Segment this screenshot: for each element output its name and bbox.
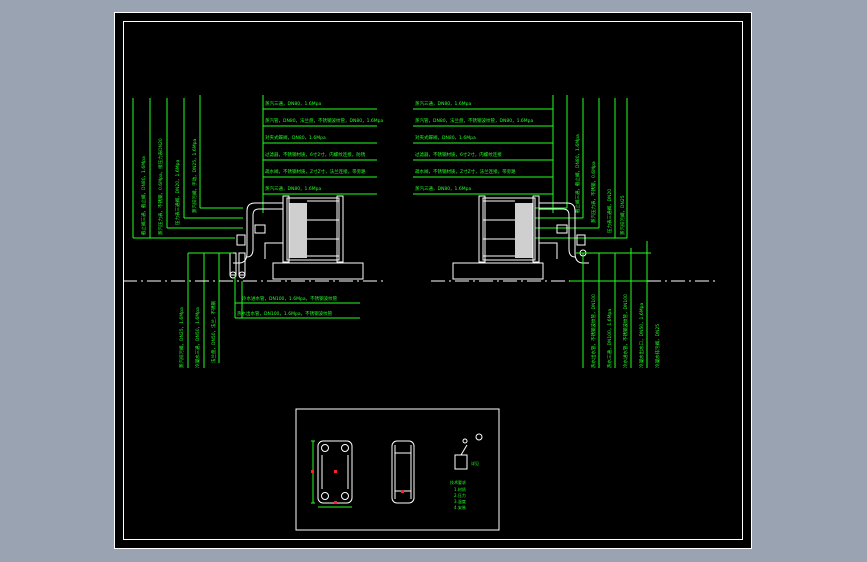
left-top-row-1: 蒸汽三通，DN80，1.6Mpa: [265, 100, 321, 107]
detail-note-2: 1.材质: [454, 486, 466, 492]
left-bottom-vertical-2: 冷凝水三通，DN50，1.6Mpa: [194, 307, 201, 368]
left-top-row-5: 疏水阀，不锈钢材质，Z寸Z寸，法兰连接，带旁路: [265, 168, 366, 175]
left-vertical-3: 压力表三通阀，DN20，1.6Mpa: [174, 160, 181, 225]
right-vertical-2: 蒸汽压力表，不锈钢，0.6Mpa: [590, 161, 597, 223]
detail-note-1: 技术要求: [450, 479, 466, 485]
right-bottom-vertical-5: 冷凝水排污阀，DN25: [654, 324, 661, 368]
right-vertical-annotations: 截止阀三通，截止阀，DN80，1.6Mpa 蒸汽压力表，不锈钢，0.6Mpa 压…: [535, 95, 628, 239]
right-top-row-5: 疏水阀，不锈钢材质，Z寸Z寸，法兰连接，带旁路: [415, 168, 516, 175]
left-top-row-2: 蒸汽管，DN80，法兰盘，不锈钢波纹管，DN80，1.6Mpa: [265, 117, 384, 124]
detail-bracket: 详见 技术要求 1.材质 2.压力 3.温度 4.安装: [450, 433, 483, 510]
right-heat-exchanger: [452, 195, 589, 280]
right-bottom-vertical-3: 冷水进水管，不锈钢波纹管，DN100: [622, 294, 629, 368]
left-top-row-3: 对夹式蝶阀，DN80，1.6Mpa: [265, 134, 326, 141]
right-bottom-vertical-annotations: 热水出水管，不锈钢波纹管，DN100 热水三通，DN100，1.6Mpa 冷水进…: [570, 241, 661, 368]
right-top-row-2: 蒸汽管，DN80，法兰盘，不锈钢波纹管，DN80，1.6Mpa: [415, 117, 534, 124]
cad-drawing: 蒸汽三通，DN80，1.6Mpa 蒸汽管，DN80，法兰盘，不锈钢波纹管，DN8…: [123, 95, 715, 531]
drawing-sheet: 蒸汽三通，DN80，1.6Mpa 蒸汽管，DN80，法兰盘，不锈钢波纹管，DN8…: [114, 12, 752, 549]
detail-note-5: 4.安装: [454, 504, 466, 510]
right-top-table: 蒸汽三通，DN80，1.6Mpa 蒸汽管，DN80，法兰盘，不锈钢波纹管，DN8…: [413, 95, 554, 213]
left-bottom-vertical-1: 蒸汽排污阀，DN25，1.6Mpa: [178, 307, 185, 368]
left-bottom-vertical-annotations: 蒸汽排污阀，DN25，1.6Mpa 冷凝水三通，DN50，1.6Mpa 法兰盘，…: [178, 252, 233, 368]
right-top-row-4: 过滤器，不锈钢材质，6寸2寸，内螺纹连接: [415, 151, 502, 158]
detail-note-3: 2.压力: [454, 492, 466, 498]
left-top-table: 蒸汽三通，DN80，1.6Mpa 蒸汽管，DN80，法兰盘，不锈钢波纹管，DN8…: [262, 95, 384, 213]
left-bottom-row-2: 热水出水管，DN100，1.6Mpa，不锈钢波纹管: [237, 310, 333, 317]
left-bottom-row-1: 冷水进水管，DN100，1.6Mpa，不锈钢波纹管: [242, 295, 338, 302]
detail-front-view: [311, 440, 353, 508]
left-top-row-6: 蒸汽三通，DN80，1.6Mpa: [265, 185, 321, 192]
left-view: 蒸汽三通，DN80，1.6Mpa 蒸汽管，DN80，法兰盘，不锈钢波纹管，DN8…: [132, 95, 384, 368]
left-vertical-4: 蒸汽排污阀，手动，DN25，1.6Mpa: [191, 139, 198, 213]
right-view: 蒸汽三通，DN80，1.6Mpa 蒸汽管，DN80，法兰盘，不锈钢波纹管，DN8…: [413, 95, 661, 368]
detail-caption: 详见: [471, 460, 479, 466]
left-bottom-vertical-3: 法兰盘，DN50，法兰，不锈钢: [210, 300, 217, 363]
right-bottom-vertical-2: 热水三通，DN100，1.6Mpa: [606, 309, 613, 368]
detail-note-4: 3.温度: [454, 498, 466, 504]
left-heat-exchanger: [229, 195, 364, 280]
right-top-row-1: 蒸汽三通，DN80，1.6Mpa: [415, 100, 471, 107]
detail-box: 详见 技术要求 1.材质 2.压力 3.温度 4.安装: [295, 408, 500, 531]
right-bottom-vertical-4: 冷凝水出水口，DN50，1.6Mpa: [638, 303, 645, 368]
right-vertical-1: 截止阀三通，截止阀，DN80，1.6Mpa: [574, 134, 581, 213]
left-vertical-annotations: 截止阀三通，截止阀，DN80，1.6Mpa 蒸汽压力表，不锈钢，0.6Mpa，接…: [132, 95, 243, 239]
detail-side-view: [391, 440, 415, 504]
left-top-row-4: 过滤器，不锈钢材质，6寸2寸，内螺纹连接，防锈: [265, 151, 366, 158]
left-bottom-table: 冷水进水管，DN100，1.6Mpa，不锈钢波纹管 热水出水管，DN100，1.…: [234, 275, 360, 319]
left-vertical-1: 截止阀三通，截止阀，DN80，1.6Mpa: [140, 156, 147, 235]
right-vertical-3: 压力表三通阀，DN20: [606, 189, 613, 233]
right-top-row-6: 蒸汽三通，DN80，1.6Mpa: [415, 185, 471, 192]
right-top-row-3: 对夹式蝶阀，DN80，1.6Mpa: [415, 134, 476, 141]
right-vertical-4: 蒸汽排污阀，DN25: [619, 195, 626, 235]
left-vertical-2: 蒸汽压力表，不锈钢，0.6Mpa，接压力表DN20: [157, 138, 164, 235]
right-bottom-vertical-1: 热水出水管，不锈钢波纹管，DN100: [590, 294, 597, 368]
